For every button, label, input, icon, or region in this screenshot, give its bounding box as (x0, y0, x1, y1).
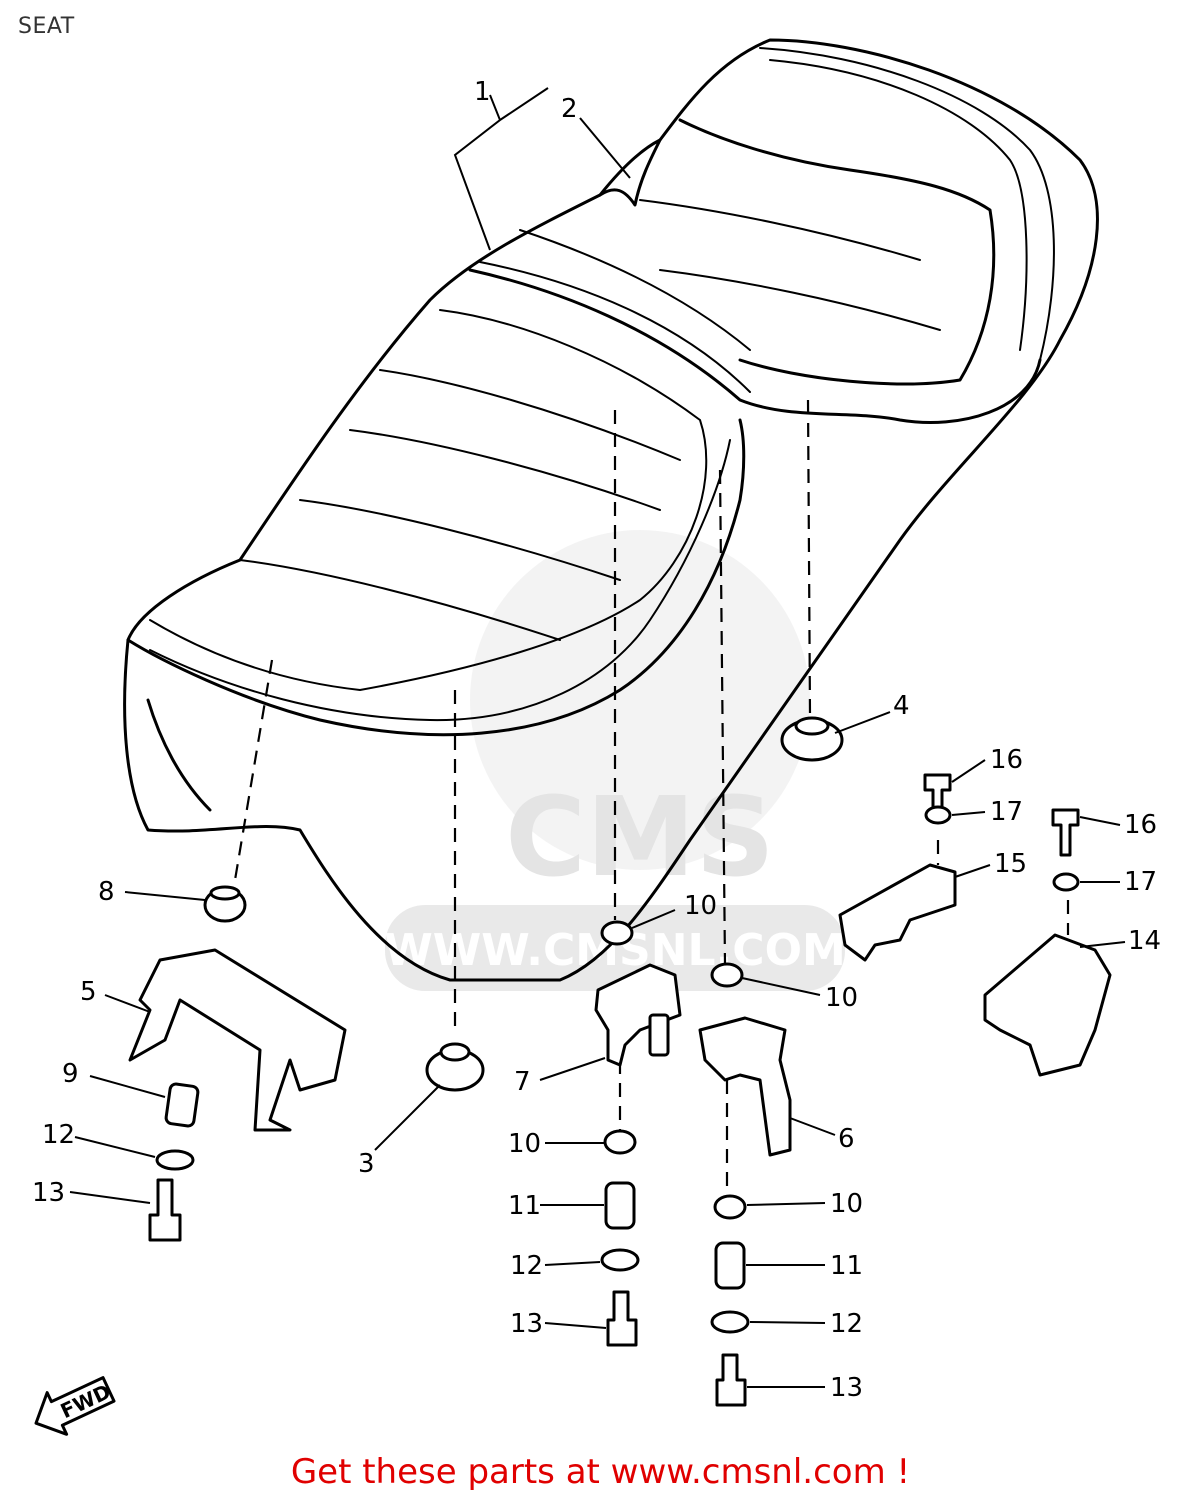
part-collar-9 (164, 1082, 200, 1128)
callout-4: 4 (893, 691, 910, 721)
callout-10d: 10 (830, 1189, 863, 1219)
part-bracket-6 (698, 1016, 792, 1157)
part-collar-11b (714, 1241, 746, 1290)
part-washer-17b (1052, 872, 1080, 892)
callout-13-left: 13 (32, 1178, 65, 1208)
seat-assembly (123, 38, 1099, 982)
part-washer-10d (713, 1194, 747, 1220)
callout-2: 2 (561, 94, 578, 124)
callout-11b: 11 (830, 1251, 863, 1281)
callout-10c: 10 (508, 1129, 541, 1159)
callout-6: 6 (838, 1124, 855, 1154)
part-washer-10b (710, 962, 744, 988)
page-title: SEAT (18, 14, 75, 39)
callout-11a: 11 (508, 1191, 541, 1221)
fwd-arrow-icon: FWD (34, 1376, 116, 1436)
callout-17b: 17 (1124, 867, 1157, 897)
leader-lines (69, 87, 1126, 1388)
callout-7: 7 (514, 1067, 531, 1097)
callout-16b: 16 (1124, 810, 1157, 840)
fastening-lines (233, 399, 1070, 1190)
callout-12a: 12 (510, 1251, 543, 1281)
footer-shop-link[interactable]: Get these parts at www.cmsnl.com ! (290, 1452, 911, 1492)
part-washer-12b (710, 1310, 750, 1334)
part-washer-12a (600, 1248, 640, 1272)
part-bolt-13a (606, 1290, 638, 1347)
callout-9: 9 (62, 1059, 79, 1089)
part-washer-10a (600, 920, 634, 946)
callout-17a: 17 (990, 797, 1023, 827)
callout-5: 5 (80, 977, 97, 1007)
watermark-brand: CMS (505, 773, 774, 901)
part-screw-16b (1051, 808, 1080, 857)
part-lock-bracket-15 (838, 863, 957, 962)
parts (128, 716, 1112, 1407)
callout-16a: 16 (990, 745, 1023, 775)
callout-1: 1 (474, 77, 491, 107)
callout-10a: 10 (684, 891, 717, 921)
part-washer-10c (603, 1129, 637, 1155)
part-washer-17a (924, 805, 952, 825)
part-bracket-5 (128, 948, 347, 1132)
part-bracket-7 (594, 963, 682, 1067)
callout-12-left: 12 (42, 1120, 75, 1150)
callout-12b: 12 (830, 1309, 863, 1339)
part-bolt-13b (715, 1353, 747, 1407)
callout-8: 8 (98, 877, 115, 907)
part-washer-12-left (155, 1149, 195, 1171)
callout-3: 3 (358, 1149, 375, 1179)
callouts: 1 2 3 4 5 6 7 8 9 10 10 10 10 11 11 12 1… (32, 77, 1161, 1403)
callout-13b: 13 (830, 1373, 863, 1403)
callout-15: 15 (994, 849, 1027, 879)
part-collar-11a (604, 1181, 636, 1230)
callout-10b: 10 (825, 983, 858, 1013)
part-seat-lock-14 (983, 933, 1112, 1077)
part-bolt-13-left (148, 1178, 182, 1242)
callout-14: 14 (1128, 926, 1161, 956)
callout-13a: 13 (510, 1309, 543, 1339)
